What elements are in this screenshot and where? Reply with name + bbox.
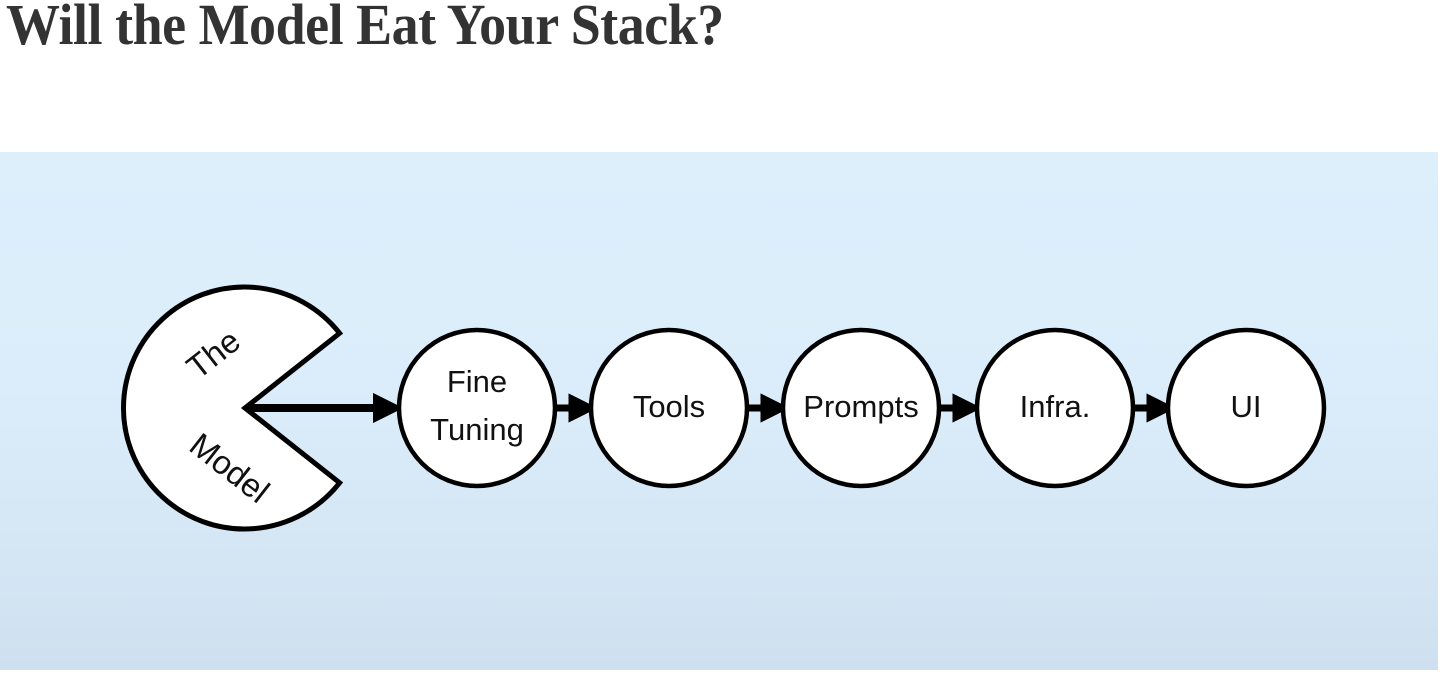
node-prompts[interactable]: Prompts xyxy=(780,327,942,489)
page-title: Will the Model Eat Your Stack? xyxy=(6,0,724,57)
stack-flow-diagram: The Model Fine Tuning Tools Prompts Infr… xyxy=(120,284,1327,532)
node-label-line1: UI xyxy=(1231,389,1262,424)
pacman-shape xyxy=(120,284,344,532)
node-circle xyxy=(588,327,750,489)
node-infra[interactable]: Infra. xyxy=(974,327,1136,489)
node-circle xyxy=(780,327,942,489)
node-ui[interactable]: UI xyxy=(1165,327,1327,489)
node-fine-tuning[interactable]: Fine Tuning xyxy=(396,327,558,489)
node-circle xyxy=(396,327,558,489)
node-label-line1: Fine xyxy=(447,364,507,399)
node-label-line2: Tuning xyxy=(430,412,524,447)
node-tools[interactable]: Tools xyxy=(588,327,750,489)
node-label-line1: Prompts xyxy=(803,389,918,424)
the-model-pacman[interactable]: The Model xyxy=(120,284,344,532)
node-circle xyxy=(974,327,1136,489)
node-label-line1: Infra. xyxy=(1020,389,1091,424)
node-circle xyxy=(1165,327,1327,489)
node-label-line1: Tools xyxy=(633,389,705,424)
